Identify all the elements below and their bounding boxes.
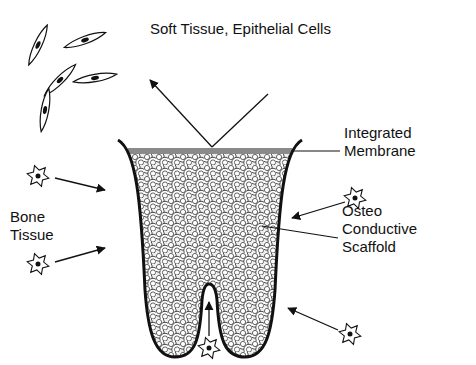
label-text: Bone Tissue [10,208,80,244]
bone-cell [339,324,361,345]
label-text: Osteo Conductive Scaffold [342,202,442,256]
socket-outline [118,140,302,357]
epithelial-cell [73,70,118,85]
cell-nucleus [353,196,358,201]
leader-line [262,226,338,238]
migration-arrows [55,178,345,336]
epithelial-cell [25,23,50,66]
cell-group [25,23,365,358]
cell-nucleus [348,332,353,337]
bone-cell [198,338,220,359]
epithelial-cell [63,29,107,51]
leader-line [292,150,340,151]
scaffold-fill [110,154,310,364]
cell-nucleus [36,174,41,179]
label-text: Soft Tissue, Epithelial Cells [150,20,331,38]
membrane-band [128,148,292,154]
cell-nucleus [207,346,212,351]
epithelial-cell [37,88,52,133]
reflect-arrow [150,80,212,147]
bone-cell [27,166,49,187]
label-text: Integrated Membrane [344,124,456,160]
bone-cell [27,254,49,275]
cell-nucleus [36,262,41,267]
incoming-line [212,94,268,147]
